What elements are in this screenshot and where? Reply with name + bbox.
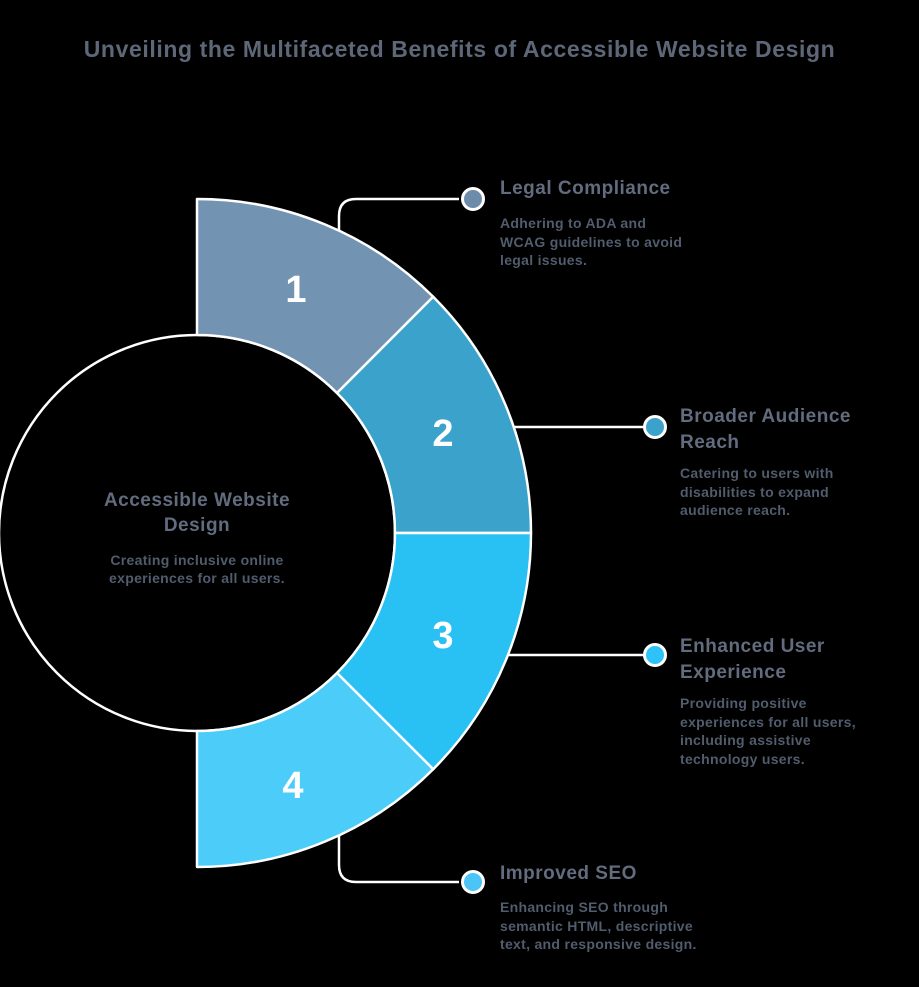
callout-title: Legal Compliance: [500, 178, 671, 199]
connector-line-4: [337, 833, 459, 884]
center-label-block: Accessible Website Design Creating inclu…: [47, 488, 347, 587]
callout-title: Broader Audience Reach: [680, 406, 851, 453]
segment-number-2: 2: [432, 413, 453, 455]
callout-body: Providing positive experiences for all u…: [680, 695, 856, 767]
segment-number-1: 1: [285, 269, 306, 311]
page-title: Unveiling the Multifaceted Benefits of A…: [83, 36, 836, 62]
callout-body: Enhancing SEO through semantic HTML, des…: [500, 899, 697, 952]
callout-title: Enhanced User Experience: [680, 636, 825, 683]
callout-improved-seo: Improved SEO Enhancing SEO through seman…: [500, 861, 745, 954]
callout-broader-audience-reach: Broader Audience Reach Catering to users…: [680, 404, 905, 520]
callout-body: Catering to users with disabilities to e…: [680, 465, 834, 518]
segment-number-4: 4: [282, 765, 303, 807]
callout-dot-1: [461, 187, 485, 211]
callout-body: Adhering to ADA and WCAG guidelines to a…: [500, 215, 683, 268]
callout-dot-3: [643, 643, 667, 667]
center-description: Creating inclusive online experiences fo…: [109, 552, 285, 586]
donut-segment-4: [195, 671, 435, 869]
center-title: Accessible Website Design: [103, 490, 291, 536]
connector-line-1: [337, 197, 459, 233]
callout-dot-4: [461, 870, 485, 894]
callout-enhanced-user-experience: Enhanced User Experience Providing posit…: [680, 634, 915, 768]
callout-dot-2: [643, 415, 667, 439]
callout-legal-compliance: Legal Compliance Adhering to ADA and WCA…: [500, 176, 725, 270]
callout-title: Improved SEO: [500, 863, 637, 884]
segment-number-3: 3: [432, 615, 453, 657]
